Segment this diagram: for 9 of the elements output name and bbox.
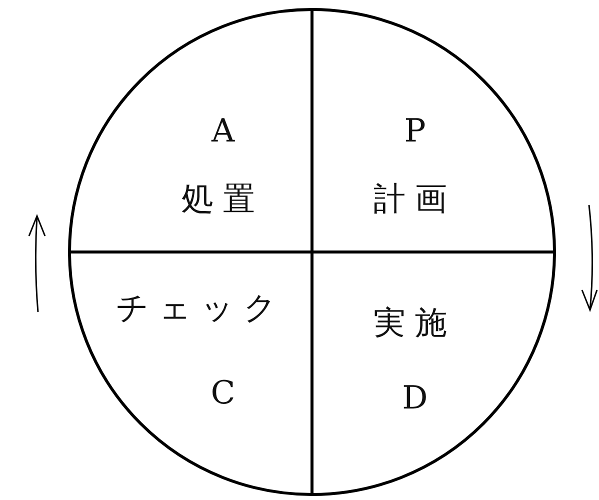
quadrant-label: C — [210, 375, 236, 411]
quadrant-label: 実施 — [373, 305, 457, 341]
quadrant-label: D — [402, 380, 428, 416]
quadrant-label: チェック — [116, 290, 286, 326]
cycle-circle — [68, 8, 556, 496]
quadrant-label: 計画 — [373, 181, 457, 217]
quadrant-label: 処置 — [181, 181, 265, 217]
quadrant-label: P — [404, 113, 426, 149]
quadrant-label: A — [211, 113, 235, 149]
